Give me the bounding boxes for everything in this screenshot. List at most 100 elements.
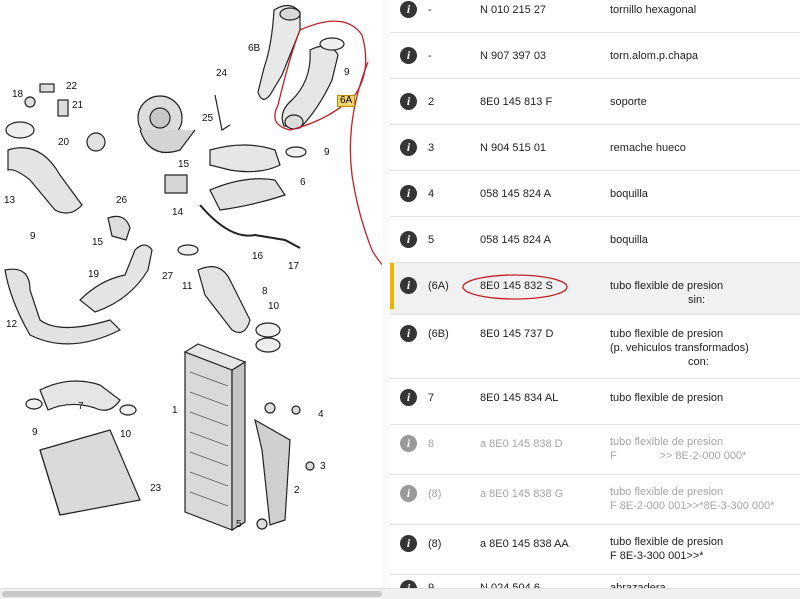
callout-15[interactable]: 15 <box>178 159 190 170</box>
callout-13[interactable]: 13 <box>4 195 16 206</box>
callout-19[interactable]: 19 <box>88 269 100 280</box>
part-row[interactable]: i (8) a 8E0 145 838 G tubo flexible de p… <box>390 475 800 525</box>
part-description: soporte <box>610 96 647 108</box>
callout-27[interactable]: 27 <box>162 271 174 282</box>
info-icon[interactable]: i <box>400 93 417 110</box>
callout-11[interactable]: 11 <box>182 281 193 292</box>
part-number: N 907 397 03 <box>480 50 547 62</box>
callout-5[interactable]: 5 <box>236 519 242 530</box>
part-row[interactable]: i 5 058 145 824 A boquilla <box>390 217 800 263</box>
callout-10[interactable]: 10 <box>268 301 280 312</box>
callout-16[interactable]: 16 <box>252 251 264 262</box>
callout-9[interactable]: 9 <box>324 147 330 158</box>
info-icon[interactable]: i <box>400 485 417 502</box>
part-number: 8E0 145 813 F <box>480 96 553 108</box>
callout-24[interactable]: 24 <box>216 68 228 79</box>
description-note: sin: <box>688 294 706 306</box>
part-number: 058 145 824 A <box>480 188 551 200</box>
part-row[interactable]: i 3 N 904 515 01 remache hueco <box>390 125 800 171</box>
part-row[interactable]: i 7 8E0 145 834 AL tubo flexible de pres… <box>390 379 800 425</box>
info-icon[interactable]: i <box>400 139 417 156</box>
info-icon[interactable]: i <box>400 47 417 64</box>
annotation-marks <box>274 20 382 266</box>
info-icon[interactable]: i <box>400 535 417 552</box>
part-number: N 010 215 27 <box>480 4 547 16</box>
callout-9[interactable]: 9 <box>30 231 36 242</box>
callout-12[interactable]: 12 <box>6 319 18 330</box>
part-number: 8E0 145 832 S <box>480 280 553 292</box>
description-note: (p. vehiculos transformados) <box>610 342 749 354</box>
panel-divider <box>382 0 390 598</box>
callout-20[interactable]: 20 <box>58 137 70 148</box>
info-icon[interactable]: i <box>400 231 417 248</box>
position-number: 7 <box>428 392 435 404</box>
callout-26[interactable]: 26 <box>116 195 128 206</box>
part-number: a 8E0 145 838 AA <box>480 538 569 550</box>
info-icon[interactable]: i <box>400 435 417 452</box>
callout-7[interactable]: 7 <box>78 401 84 412</box>
callout-21[interactable]: 21 <box>72 100 84 111</box>
part-row[interactable]: i 4 058 145 824 A boquilla <box>390 171 800 217</box>
part-row[interactable]: i (6B) 8E0 145 737 D tubo flexible de pr… <box>390 315 800 379</box>
exploded-parts-diagram: 6B 9 6A 24 22 18 21 25 20 15 9 6 13 26 1… <box>0 0 383 598</box>
part-number: 8E0 145 737 D <box>480 328 554 340</box>
callout-18[interactable]: 18 <box>12 89 24 100</box>
description-line: tubo flexible de presion <box>610 536 724 548</box>
callout-1[interactable]: 1 <box>172 405 178 416</box>
info-icon[interactable]: i <box>400 185 417 202</box>
position-number: 3 <box>428 142 435 154</box>
callout-17[interactable]: 17 <box>288 261 300 272</box>
part-row[interactable]: i 8 a 8E0 145 838 D tubo flexible de pre… <box>390 425 800 475</box>
part-number: 8E0 145 834 AL <box>480 392 559 404</box>
info-icon[interactable]: i <box>400 277 417 294</box>
callout-15[interactable]: 15 <box>92 237 104 248</box>
part-description: remache hueco <box>610 142 686 154</box>
callout-3[interactable]: 3 <box>320 461 326 472</box>
callout-6B[interactable]: 6B <box>248 43 261 54</box>
diagram-drawing <box>4 4 382 532</box>
description-note: F >> 8E-2-000 000* <box>610 450 747 462</box>
callout-6[interactable]: 6 <box>300 177 306 188</box>
callout-10[interactable]: 10 <box>120 429 132 440</box>
part-description: tubo flexible de presion (p. vehiculos t… <box>610 327 795 369</box>
position-number: 4 <box>428 188 435 200</box>
info-icon[interactable]: i <box>400 1 417 18</box>
description-note: F 8E-2-000 001>>*8E-3-300 000* <box>610 500 775 512</box>
info-icon[interactable]: i <box>400 325 417 342</box>
scrollbar-thumb[interactable] <box>2 591 382 597</box>
position-number: (6B) <box>428 328 449 340</box>
position-number: 2 <box>428 96 435 108</box>
description-line: tubo flexible de presion <box>610 328 724 340</box>
position-number: 8 <box>428 438 435 450</box>
parts-list: i - N 010 215 27 tornillo hexagonal i - … <box>390 0 800 598</box>
position-number: 5 <box>428 234 435 246</box>
horizontal-scrollbar[interactable] <box>0 588 800 599</box>
part-description: torn.alom.p.chapa <box>610 50 699 62</box>
callout-4[interactable]: 4 <box>318 409 324 420</box>
callout-9[interactable]: 9 <box>32 427 38 438</box>
description-line: tubo flexible de presion <box>610 486 724 498</box>
callout-6A-highlighted[interactable]: 6A <box>337 95 356 107</box>
part-description: tornillo hexagonal <box>610 4 697 16</box>
part-row[interactable]: i (8) a 8E0 145 838 AA tubo flexible de … <box>390 525 800 575</box>
part-row[interactable]: i - N 907 397 03 torn.alom.p.chapa <box>390 33 800 79</box>
part-description: tubo flexible de presion sin: <box>610 279 795 307</box>
callout-14[interactable]: 14 <box>172 207 184 218</box>
part-description: tubo flexible de presion <box>610 392 724 404</box>
position-number: - <box>428 50 432 62</box>
annotation-circle <box>462 274 568 300</box>
description-note: con: <box>688 356 709 368</box>
position-number: (6A) <box>428 280 449 292</box>
part-row[interactable]: i 2 8E0 145 813 F soporte <box>390 79 800 125</box>
callout-23[interactable]: 23 <box>150 483 162 494</box>
callout-22[interactable]: 22 <box>66 81 78 92</box>
description-line: tubo flexible de presion <box>610 436 724 448</box>
info-icon[interactable]: i <box>400 389 417 406</box>
part-row-selected[interactable]: i (6A) 8E0 145 832 S tubo flexible de pr… <box>390 263 800 315</box>
callout-9[interactable]: 9 <box>344 67 350 78</box>
callout-25[interactable]: 25 <box>202 113 214 124</box>
callout-2[interactable]: 2 <box>294 485 300 496</box>
callout-8[interactable]: 8 <box>262 286 268 297</box>
position-number: (8) <box>428 488 442 500</box>
part-row[interactable]: i - N 010 215 27 tornillo hexagonal <box>390 0 800 33</box>
